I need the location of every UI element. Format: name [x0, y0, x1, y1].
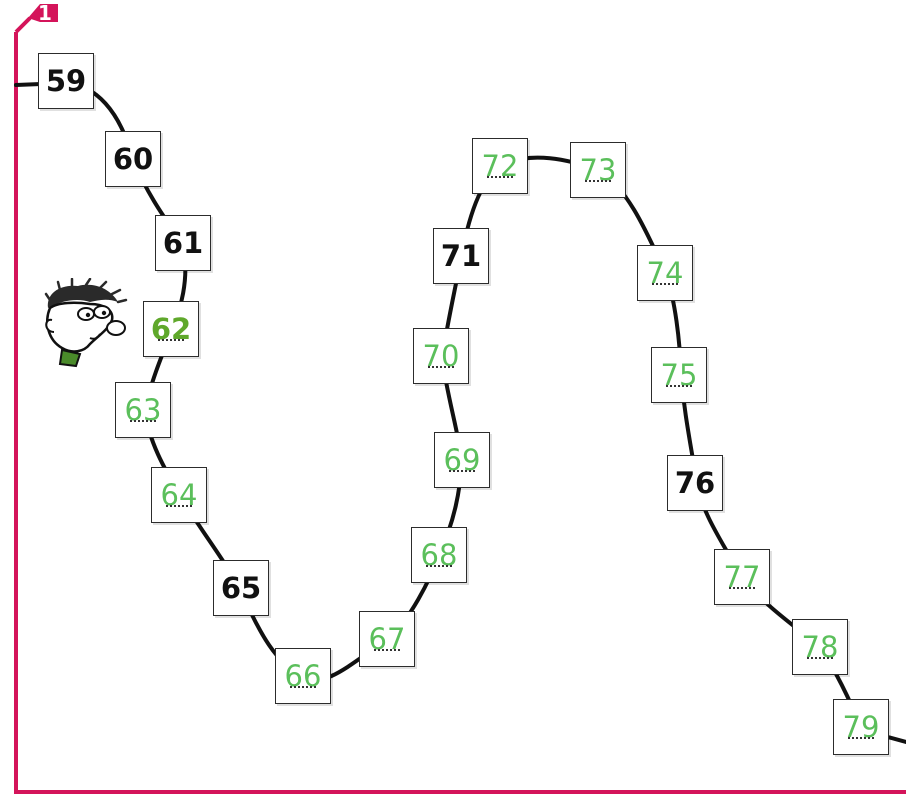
boy-face-icon — [38, 278, 130, 370]
number-box-59: 59 — [38, 53, 94, 109]
write-line — [666, 385, 692, 387]
number-box-62[interactable]: 62 — [143, 301, 199, 357]
number-box-70[interactable]: 70 — [413, 328, 469, 384]
number-box-77[interactable]: 77 — [714, 549, 770, 605]
number-label: 65 — [214, 571, 268, 605]
write-line — [585, 180, 611, 182]
write-line — [449, 470, 475, 472]
write-line — [428, 366, 454, 368]
number-label: 76 — [668, 466, 722, 500]
write-line — [374, 649, 400, 651]
number-box-76: 76 — [667, 455, 723, 511]
number-box-75[interactable]: 75 — [651, 347, 707, 403]
write-line — [487, 176, 513, 178]
write-line — [130, 420, 156, 422]
number-box-71: 71 — [433, 228, 489, 284]
number-box-67[interactable]: 67 — [359, 611, 415, 667]
number-label: 61 — [156, 226, 210, 260]
write-line — [848, 737, 874, 739]
number-box-79[interactable]: 79 — [833, 699, 889, 755]
number-box-64[interactable]: 64 — [151, 467, 207, 523]
write-line — [290, 686, 316, 688]
number-box-69[interactable]: 69 — [434, 432, 490, 488]
number-box-60: 60 — [105, 131, 161, 187]
number-box-66[interactable]: 66 — [275, 648, 331, 704]
number-box-68[interactable]: 68 — [411, 527, 467, 583]
number-label: 59 — [39, 64, 93, 98]
number-box-63[interactable]: 63 — [115, 382, 171, 438]
number-label: 60 — [106, 142, 160, 176]
write-line — [166, 505, 192, 507]
write-line — [158, 339, 184, 341]
number-box-74[interactable]: 74 — [637, 245, 693, 301]
exercise-number: 1 — [38, 2, 52, 24]
write-line — [729, 587, 755, 589]
number-box-73[interactable]: 73 — [570, 142, 626, 198]
number-box-78[interactable]: 78 — [792, 619, 848, 675]
write-line — [426, 565, 452, 567]
number-box-65: 65 — [213, 560, 269, 616]
number-box-72[interactable]: 72 — [472, 138, 528, 194]
write-line — [807, 657, 833, 659]
number-label: 71 — [434, 239, 488, 273]
number-box-61: 61 — [155, 215, 211, 271]
write-line — [652, 283, 678, 285]
